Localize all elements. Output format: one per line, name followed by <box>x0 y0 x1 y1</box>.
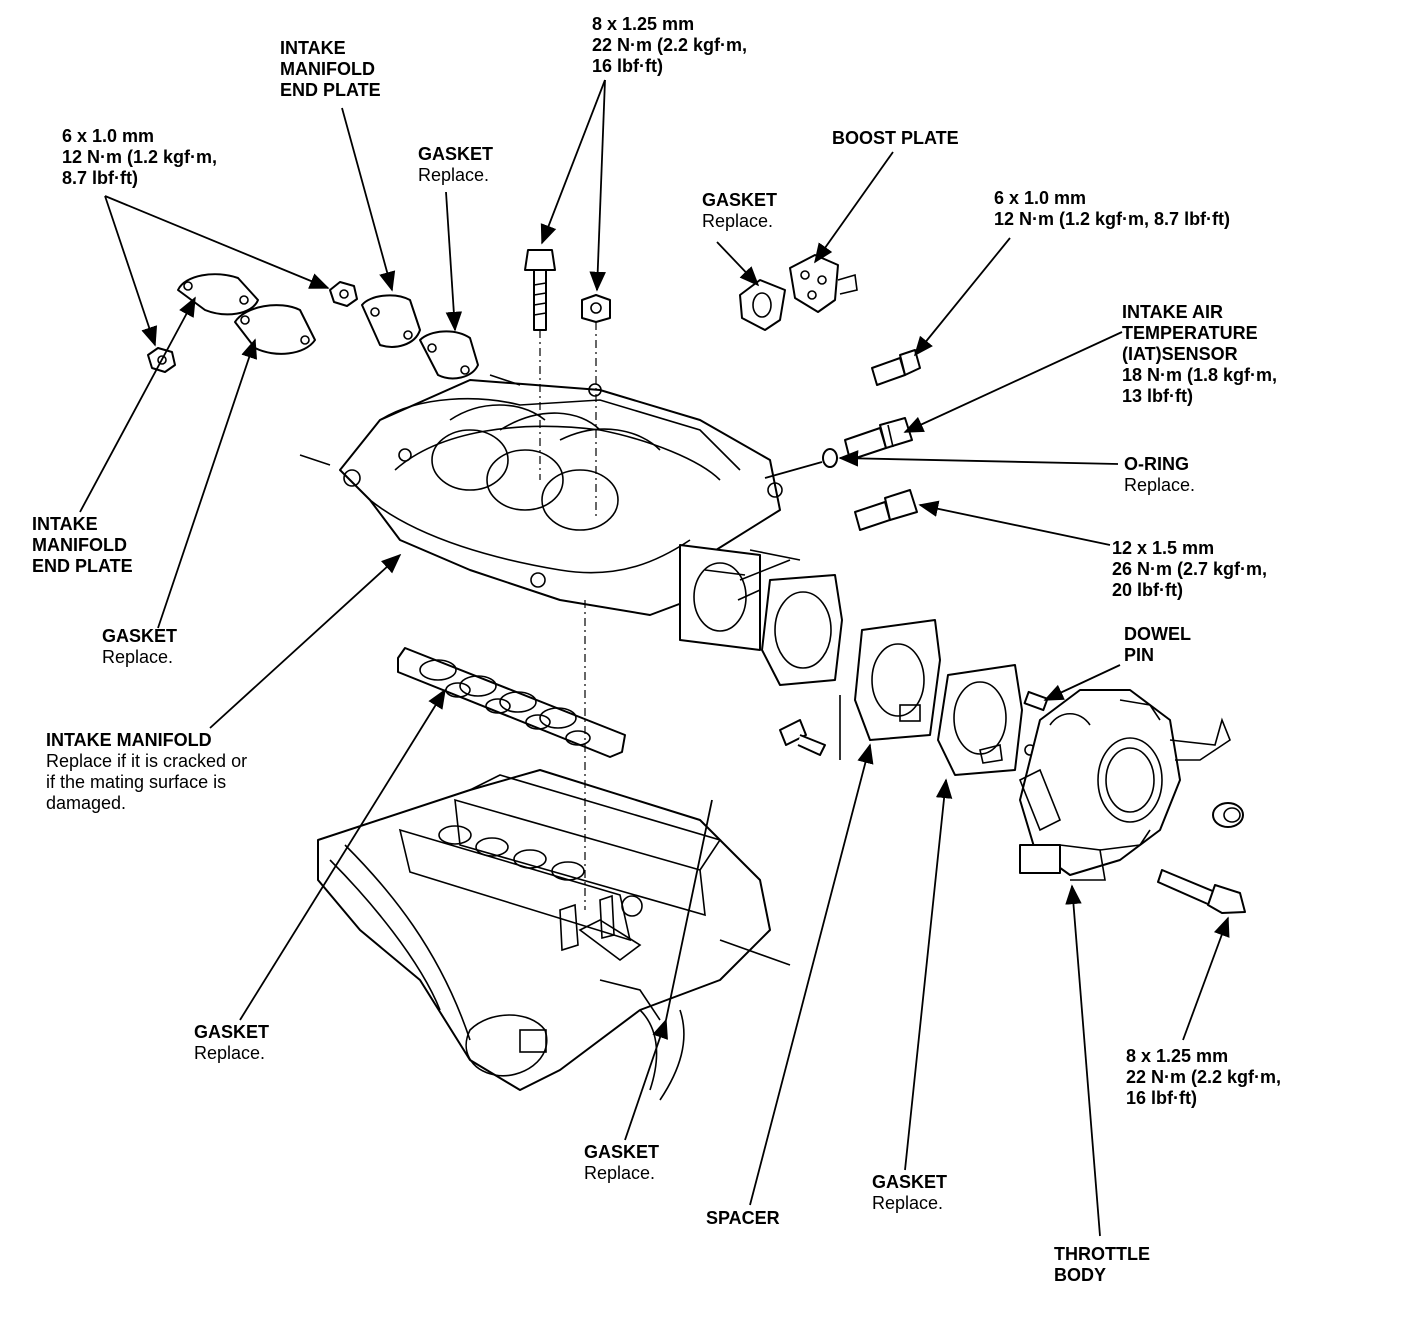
label-intake-manifold-note-1: Replace if it is cracked or <box>46 751 248 771</box>
label-bolt-12mm-line-2: 26 N·m (2.7 kgf·m, <box>1112 559 1268 579</box>
label-end-plate-top-line-3: END PLATE <box>280 80 381 100</box>
boost-plate-drawing <box>789 254 858 313</box>
label-bolt-8mm-top-line-3: 16 lbf·ft) <box>592 56 663 76</box>
label-gasket-throttle-title: GASKET <box>872 1172 948 1192</box>
label-end-plate-left-line-2: MANIFOLD <box>32 535 127 555</box>
label-boost-plate: BOOST PLATE <box>832 128 959 149</box>
label-gasket-throttle: GASKET Replace. <box>872 1172 947 1214</box>
label-end-plate-left-line-1: INTAKE <box>32 514 98 534</box>
label-gasket-boost-note: Replace. <box>702 211 774 231</box>
end-plate-left-drawing <box>177 273 259 316</box>
cylinder-head <box>317 769 791 1101</box>
label-spacer-title: SPACER <box>706 1208 780 1228</box>
label-gasket-left-note: Replace. <box>102 647 174 667</box>
label-end-plate-left-line-3: END PLATE <box>32 556 133 576</box>
label-throttle-body: THROTTLE BODY <box>1054 1244 1150 1286</box>
label-intake-manifold-note-3: damaged. <box>46 793 127 813</box>
label-gasket-lower: GASKET Replace. <box>194 1022 269 1064</box>
label-bolt-8mm-bottom: 8 x 1.25 mm 22 N·m (2.2 kgf·m, 16 lbf·ft… <box>1126 1046 1281 1109</box>
label-bolt-6mm-right-line-2: 12 N·m (1.2 kgf·m, 8.7 lbf·ft) <box>994 209 1231 229</box>
label-end-plate-top-line-2: MANIFOLD <box>280 59 375 79</box>
label-end-plate-left: INTAKE MANIFOLD END PLATE <box>32 514 133 577</box>
label-bolt-6mm-left: 6 x 1.0 mm 12 N·m (1.2 kgf·m, 8.7 lbf·ft… <box>62 126 217 189</box>
bolt-boost-drawing <box>871 349 921 386</box>
spacer-drawing <box>839 619 941 760</box>
label-iat-sensor: INTAKE AIR TEMPERATURE (IAT)SENSOR 18 N·… <box>1122 302 1277 407</box>
label-bolt-6mm-right: 6 x 1.0 mm 12 N·m (1.2 kgf·m, 8.7 lbf·ft… <box>994 188 1230 230</box>
intake-manifold-drawing <box>299 374 801 651</box>
label-intake-manifold-note-2: if the mating surface is <box>46 772 227 792</box>
dowel-pin-drawing <box>1023 690 1049 756</box>
label-throttle-body-line-1: THROTTLE <box>1054 1244 1150 1264</box>
label-bolt-8mm-top-line-1: 8 x 1.25 mm <box>592 14 695 34</box>
label-intake-manifold-title: INTAKE MANIFOLD <box>46 730 212 750</box>
label-gasket-top-note: Replace. <box>418 165 490 185</box>
label-bolt-8mm-bottom-line-2: 22 N·m (2.2 kgf·m, <box>1126 1067 1282 1087</box>
lower-intake-gasket-drawing <box>397 647 626 758</box>
label-gasket-center: GASKET Replace. <box>584 1142 659 1184</box>
label-bolt-8mm-top: 8 x 1.25 mm 22 N·m (2.2 kgf·m, 16 lbf·ft… <box>592 14 747 77</box>
label-iat-sensor-line-2: TEMPERATURE <box>1122 323 1258 343</box>
label-bolt-6mm-right-line-1: 6 x 1.0 mm <box>994 188 1087 208</box>
label-gasket-lower-note: Replace. <box>194 1043 266 1063</box>
label-bolt-8mm-bottom-line-1: 8 x 1.25 mm <box>1126 1046 1229 1066</box>
label-gasket-boost-title: GASKET <box>702 190 778 210</box>
label-bolt-12mm-line-1: 12 x 1.5 mm <box>1112 538 1215 558</box>
label-end-plate-top-line-1: INTAKE <box>280 38 346 58</box>
label-iat-sensor-line-1: INTAKE AIR <box>1122 302 1223 322</box>
boost-gasket-drawing <box>739 279 786 331</box>
nut-center-drawing <box>581 294 611 323</box>
bolt-spacer-drawing <box>779 719 826 756</box>
end-plate-top-drawing <box>361 294 421 348</box>
bolt-top-drawing <box>524 249 556 331</box>
label-dowel-pin: DOWEL PIN <box>1124 624 1191 666</box>
label-bolt-8mm-bottom-line-3: 16 lbf·ft) <box>1126 1088 1197 1108</box>
label-dowel-pin-line-1: DOWEL <box>1124 624 1191 644</box>
label-o-ring: O-RING Replace. <box>1124 454 1195 496</box>
throttle-gasket-1-drawing <box>761 574 843 686</box>
label-end-plate-top: INTAKE MANIFOLD END PLATE <box>280 38 381 101</box>
label-gasket-left-title: GASKET <box>102 626 178 646</box>
label-gasket-throttle-note: Replace. <box>872 1193 944 1213</box>
label-bolt-8mm-top-line-2: 22 N·m (2.2 kgf·m, <box>592 35 748 55</box>
label-bolt-12mm-line-3: 20 lbf·ft) <box>1112 580 1183 600</box>
bolt-throttle-drawing <box>1157 869 1246 914</box>
label-intake-manifold: INTAKE MANIFOLD Replace if it is cracked… <box>46 730 247 814</box>
label-gasket-lower-title: GASKET <box>194 1022 270 1042</box>
o-ring-drawing <box>822 448 838 468</box>
nut-top-drawing <box>329 281 358 307</box>
throttle-gasket-2-drawing <box>937 664 1023 776</box>
label-spacer: SPACER <box>706 1208 780 1229</box>
leader-lines <box>79 79 1230 1237</box>
label-iat-sensor-line-4: 18 N·m (1.8 kgf·m, <box>1122 365 1278 385</box>
label-gasket-top: GASKET Replace. <box>418 144 493 186</box>
label-o-ring-title: O-RING <box>1124 454 1189 474</box>
throttle-body-drawing <box>1018 689 1231 881</box>
label-bolt-6mm-left-line-3: 8.7 lbf·ft) <box>62 168 138 188</box>
label-gasket-center-note: Replace. <box>584 1163 656 1183</box>
label-gasket-top-title: GASKET <box>418 144 494 164</box>
label-gasket-boost: GASKET Replace. <box>702 190 777 232</box>
collar-drawing <box>1212 802 1244 828</box>
label-throttle-body-line-2: BODY <box>1054 1265 1107 1285</box>
bolt-12mm-drawing <box>854 489 918 531</box>
label-gasket-left: GASKET Replace. <box>102 626 177 668</box>
label-gasket-center-title: GASKET <box>584 1142 660 1162</box>
label-bolt-6mm-left-line-1: 6 x 1.0 mm <box>62 126 155 146</box>
label-iat-sensor-line-5: 13 lbf·ft) <box>1122 386 1193 406</box>
label-dowel-pin-line-2: PIN <box>1124 645 1155 665</box>
gasket-left-drawing <box>234 304 316 355</box>
gasket-top-drawing <box>419 330 479 380</box>
label-iat-sensor-line-3: (IAT)SENSOR <box>1122 344 1238 364</box>
label-boost-plate-title: BOOST PLATE <box>832 128 959 148</box>
label-bolt-6mm-left-line-2: 12 N·m (1.2 kgf·m, <box>62 147 218 167</box>
iat-sensor-drawing <box>844 417 913 461</box>
label-o-ring-note: Replace. <box>1124 475 1196 495</box>
label-bolt-12mm: 12 x 1.5 mm 26 N·m (2.7 kgf·m, 20 lbf·ft… <box>1112 538 1267 601</box>
